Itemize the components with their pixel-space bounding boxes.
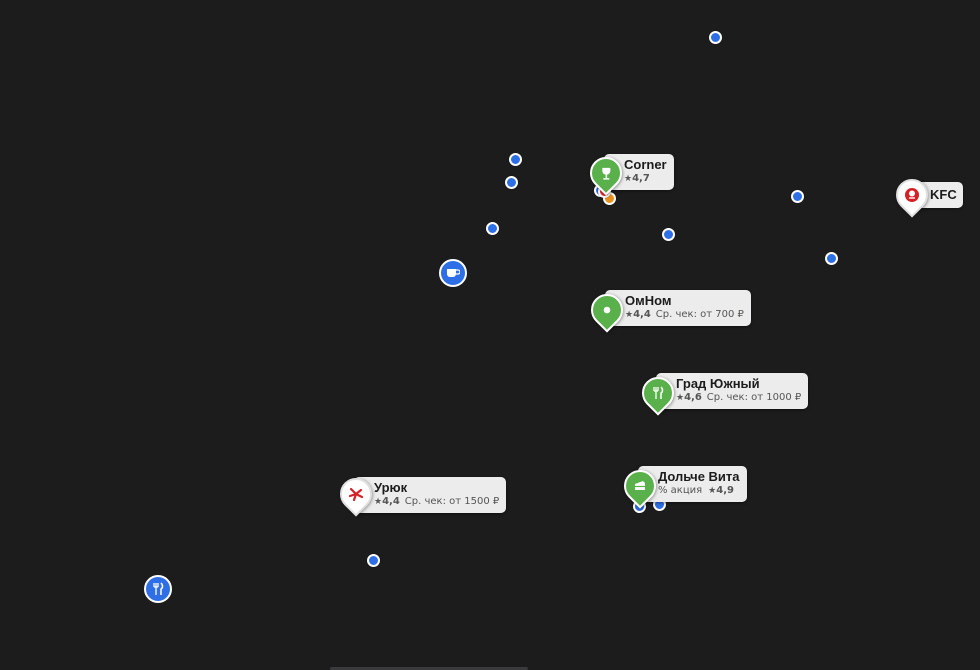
place-name: Град Южный — [676, 376, 760, 391]
place-rating: 4,6 — [684, 392, 702, 403]
star-icon: ★ — [625, 310, 634, 320]
place-name: Corner — [624, 157, 667, 172]
promo-badge: % акция — [658, 485, 703, 496]
map-pin-icon[interactable] — [584, 287, 630, 333]
place-name: Дольче Вита — [658, 469, 740, 484]
place-rating: 4,4 — [382, 496, 400, 507]
cake-slice-icon[interactable] — [617, 463, 663, 509]
fork-knife-icon[interactable] — [144, 575, 172, 603]
place-rating: 4,4 — [633, 309, 651, 320]
poi-dot[interactable] — [791, 190, 804, 203]
bottom-sheet-handle[interactable] — [330, 667, 528, 670]
star-icon: ★ — [374, 497, 383, 507]
uryuk-logo-icon[interactable] — [333, 471, 379, 517]
place-name: ОмНом — [625, 293, 672, 308]
place-name: KFC — [930, 187, 957, 202]
place-rating: 4,9 — [716, 485, 734, 496]
star-icon: ★ — [624, 174, 633, 184]
poi-dot[interactable] — [486, 222, 499, 235]
poi-dot[interactable] — [709, 31, 722, 44]
average-check: Ср. чек: от 700 ₽ — [655, 309, 744, 320]
place-label-uryuk[interactable]: Урюк ★4,4 Ср. чек: от 1500 ₽ — [354, 477, 507, 513]
star-icon: ★ — [708, 486, 717, 496]
star-icon: ★ — [676, 393, 685, 403]
average-check: Ср. чек: от 1000 ₽ — [706, 392, 802, 403]
poi-dot[interactable] — [662, 228, 675, 241]
place-rating: 4,7 — [632, 173, 650, 184]
place-label-dolce-vita[interactable]: Дольче Вита % акция ★4,9 — [638, 466, 747, 502]
poi-dot[interactable] — [509, 153, 522, 166]
poi-dot[interactable] — [825, 252, 838, 265]
place-label-grad-yuzhny[interactable]: Град Южный ★4,6 Ср. чек: от 1000 ₽ — [656, 373, 809, 409]
poi-dot[interactable] — [505, 176, 518, 189]
kfc-logo-icon[interactable] — [889, 172, 935, 218]
poi-dot[interactable] — [367, 554, 380, 567]
place-label-omnom[interactable]: ОмНом ★4,4 Ср. чек: от 700 ₽ — [605, 290, 751, 326]
coffee-cup-icon[interactable] — [439, 259, 467, 287]
wine-glass-icon[interactable] — [583, 150, 629, 196]
place-name: Урюк — [374, 480, 408, 495]
average-check: Ср. чек: от 1500 ₽ — [404, 496, 500, 507]
fork-knife-icon[interactable] — [635, 370, 681, 416]
